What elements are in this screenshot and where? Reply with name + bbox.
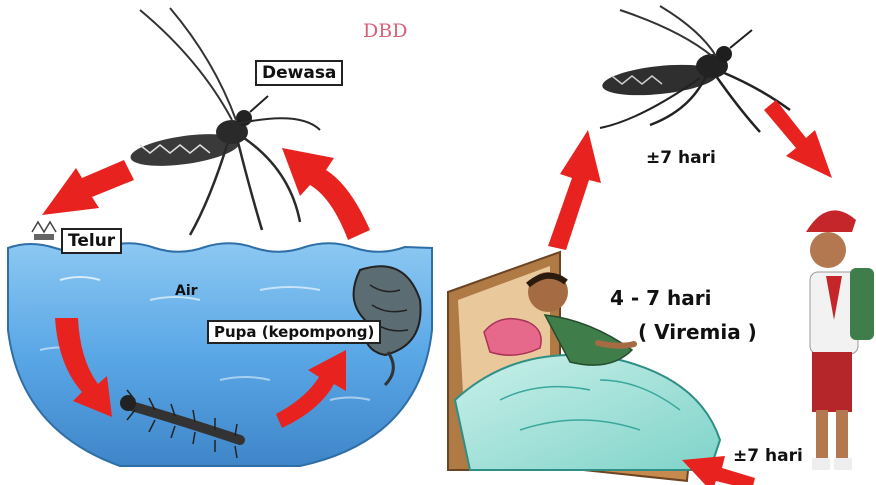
adult-mosquito-right (600, 6, 790, 132)
label-adult: Dewasa (255, 60, 343, 86)
label-egg: Telur (61, 228, 122, 254)
label-pupa: Pupa (kepompong) (207, 320, 381, 344)
label-water: Air (175, 283, 198, 299)
adult-mosquito-left (129, 8, 320, 235)
schoolchild (806, 210, 874, 470)
label-bottom-days: ±7 hari (733, 446, 803, 466)
egg-marker (32, 222, 56, 240)
arrow-mosquito-to-child (764, 100, 832, 178)
label-top-days: ±7 hari (646, 148, 716, 168)
label-viremia: ( Viremia ) (638, 320, 757, 344)
diagram-title: DBD (363, 20, 407, 42)
arrow-pupa-to-adult (282, 148, 370, 240)
arrow-patient-to-mosquito (548, 130, 601, 250)
arrow-adult-to-egg (42, 160, 134, 215)
label-viremia-days: 4 - 7 hari (610, 286, 711, 310)
